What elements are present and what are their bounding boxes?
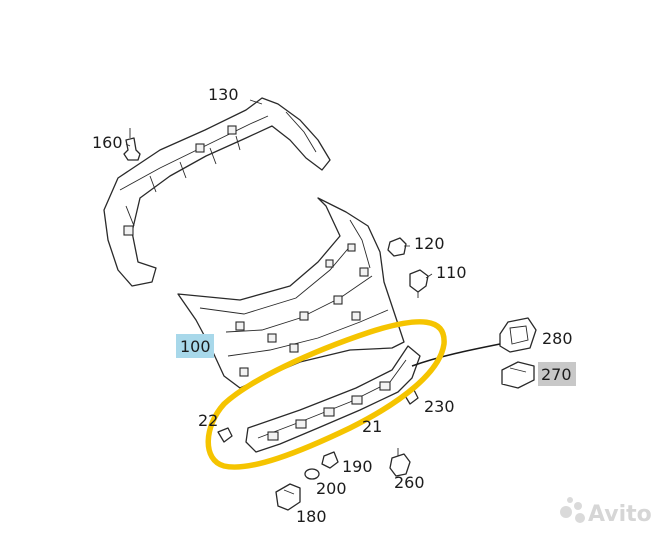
highlight-ellipse	[205, 319, 447, 470]
callout-210: 21	[362, 417, 382, 436]
callout-160: 160	[92, 133, 123, 152]
clip-220	[217, 427, 233, 443]
leader-lines	[125, 99, 433, 279]
callout-200: 200	[316, 479, 347, 498]
push-clip-260	[389, 448, 411, 477]
callout-190: 190	[342, 457, 373, 476]
callout-220: 22	[198, 411, 218, 430]
callout-280: 280	[542, 329, 573, 348]
callout-270: 270	[541, 365, 572, 384]
avito-logo: Avito	[560, 497, 652, 527]
callout-270-highlight	[538, 362, 576, 386]
callout-260: 260	[394, 473, 425, 492]
callout-130: 130	[208, 85, 239, 104]
callout-180: 180	[296, 507, 327, 526]
callout-110: 110	[436, 263, 467, 282]
main-trim-panel-100	[177, 197, 405, 389]
callout-120: 120	[414, 234, 445, 253]
lower-handle-trim-210	[245, 345, 421, 453]
cable	[411, 343, 501, 367]
clip-110	[409, 269, 429, 298]
clip-160	[123, 128, 141, 161]
clip-190	[321, 451, 339, 469]
callout-100: 100	[180, 337, 211, 356]
callout-100-highlight	[176, 334, 214, 358]
grommet-200	[304, 468, 320, 480]
clip-120	[387, 237, 407, 257]
callout-230: 230	[424, 397, 455, 416]
upper-trim-panel-130	[103, 97, 331, 287]
connector-270	[501, 361, 535, 389]
switch-280	[499, 317, 537, 353]
svg-text:Avito: Avito	[588, 502, 652, 527]
bracket-180	[275, 483, 301, 511]
